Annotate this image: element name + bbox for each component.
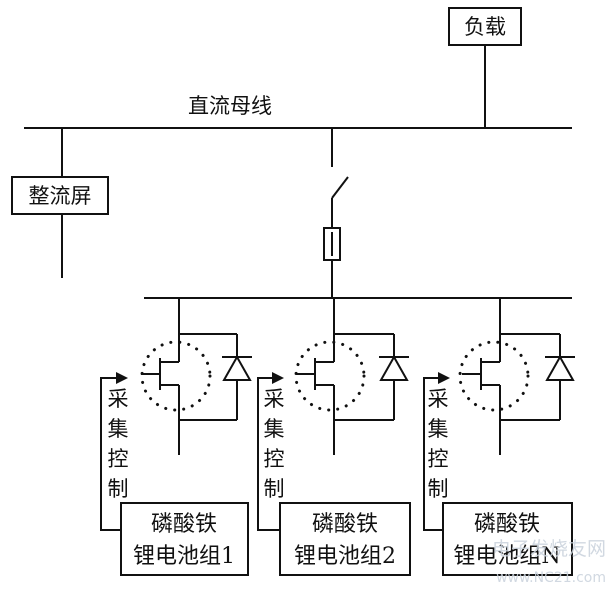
battery-pack-line2: 锂电池组2: [294, 544, 396, 569]
mosfet-icon: [140, 340, 212, 412]
mosfet-icon: [294, 340, 366, 412]
rectifier-label: 整流屏: [29, 184, 92, 208]
arrow-icon: [272, 372, 284, 384]
battery-pack-line1: 磷酸铁: [474, 512, 540, 537]
arrow-icon: [116, 372, 128, 384]
battery-pack-line1: 磷酸铁: [151, 512, 217, 537]
battery-pack-box: [120, 502, 249, 576]
watermark-line1: 电子发烧友网: [492, 538, 606, 560]
control-label-char: 制: [264, 477, 285, 501]
control-label-char: 集: [428, 417, 449, 441]
load-label: 负载: [464, 15, 506, 39]
diode-icon: [379, 354, 409, 381]
control-label-char: 控: [108, 447, 129, 471]
control-signal-line: [257, 377, 280, 531]
diode-icon: [545, 354, 575, 381]
control-label-char: 制: [108, 477, 129, 501]
battery-pack-line1: 磷酸铁: [312, 512, 378, 537]
dc-bus-label: 直流母线: [188, 94, 272, 118]
battery-module-n: 采 集 控 制 磷酸铁 锂电池组N: [423, 298, 575, 576]
control-signal-line: [423, 377, 443, 531]
control-signal-line: [100, 377, 121, 531]
switch-icon: [331, 176, 349, 199]
battery-pack-line2: 锂电池组1: [133, 544, 235, 569]
mosfet-icon: [458, 340, 530, 412]
battery-pack-box: [279, 502, 411, 576]
control-label-char: 采: [264, 387, 285, 411]
arrow-icon: [438, 372, 450, 384]
battery-module-1: 采 集 控 制 磷酸铁 锂电池组1: [100, 298, 252, 576]
diode-icon: [222, 354, 252, 381]
battery-pack-box: [442, 502, 573, 576]
watermark-line2: www.NC21.com: [496, 570, 606, 586]
control-label-char: 控: [428, 447, 449, 471]
battery-module-2: 采 集 控 制 磷酸铁 锂电池组2: [257, 298, 411, 576]
control-label-char: 集: [108, 417, 129, 441]
control-label-char: 制: [428, 477, 449, 501]
control-label-char: 采: [108, 387, 129, 411]
rectifier-box: [11, 176, 109, 215]
control-label-char: 采: [428, 387, 449, 411]
battery-pack-line2: 锂电池组N: [453, 544, 560, 569]
control-label-char: 集: [264, 417, 285, 441]
control-label-char: 控: [264, 447, 285, 471]
